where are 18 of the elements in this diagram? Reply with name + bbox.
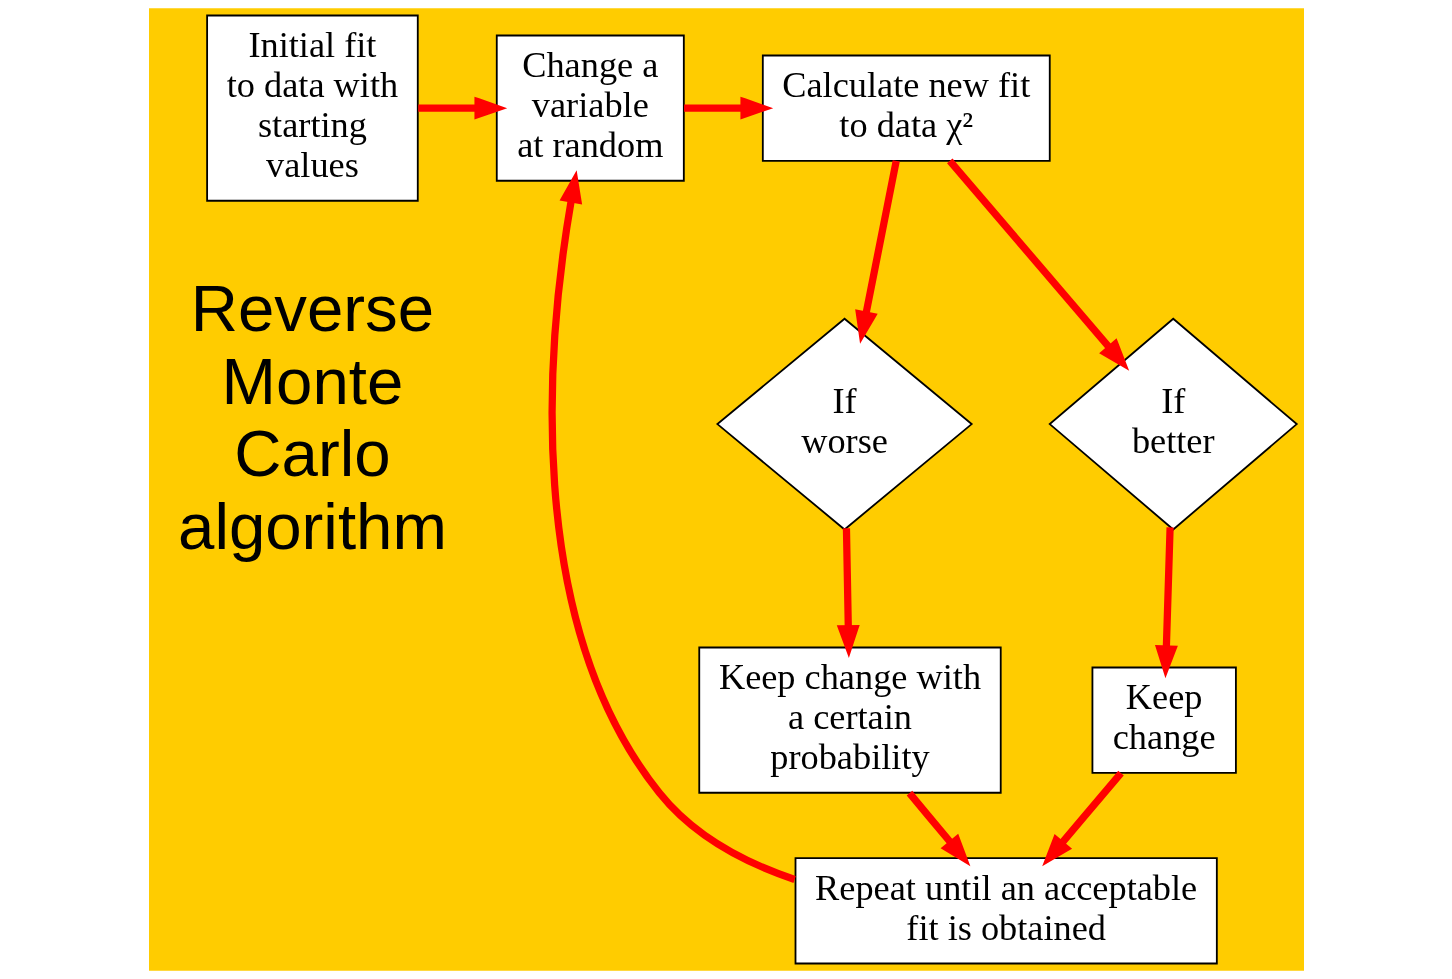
node-box: Calculate new fit to data χ² <box>761 54 1051 162</box>
arrow <box>946 158 1129 371</box>
node-box: Keep change with a certain probability <box>697 646 1002 794</box>
arrow <box>683 96 773 120</box>
arrow <box>836 528 860 658</box>
arrow <box>854 160 900 344</box>
arrow <box>417 96 507 120</box>
arrow <box>1041 770 1124 867</box>
arrow <box>1154 527 1178 679</box>
node-box: Repeat until an acceptable fit is obtained <box>794 857 1218 965</box>
node-box: Initial fit to data with starting values <box>205 14 419 202</box>
node-box: Change a variable at random <box>495 34 685 182</box>
node-box: Keep change <box>1091 666 1237 774</box>
node-diamond: If better <box>1047 317 1298 531</box>
label: Reverse Monte Carlo algorithm <box>177 272 447 564</box>
node-diamond: If worse <box>715 317 973 531</box>
arrow <box>906 790 970 867</box>
arrow <box>548 170 796 883</box>
